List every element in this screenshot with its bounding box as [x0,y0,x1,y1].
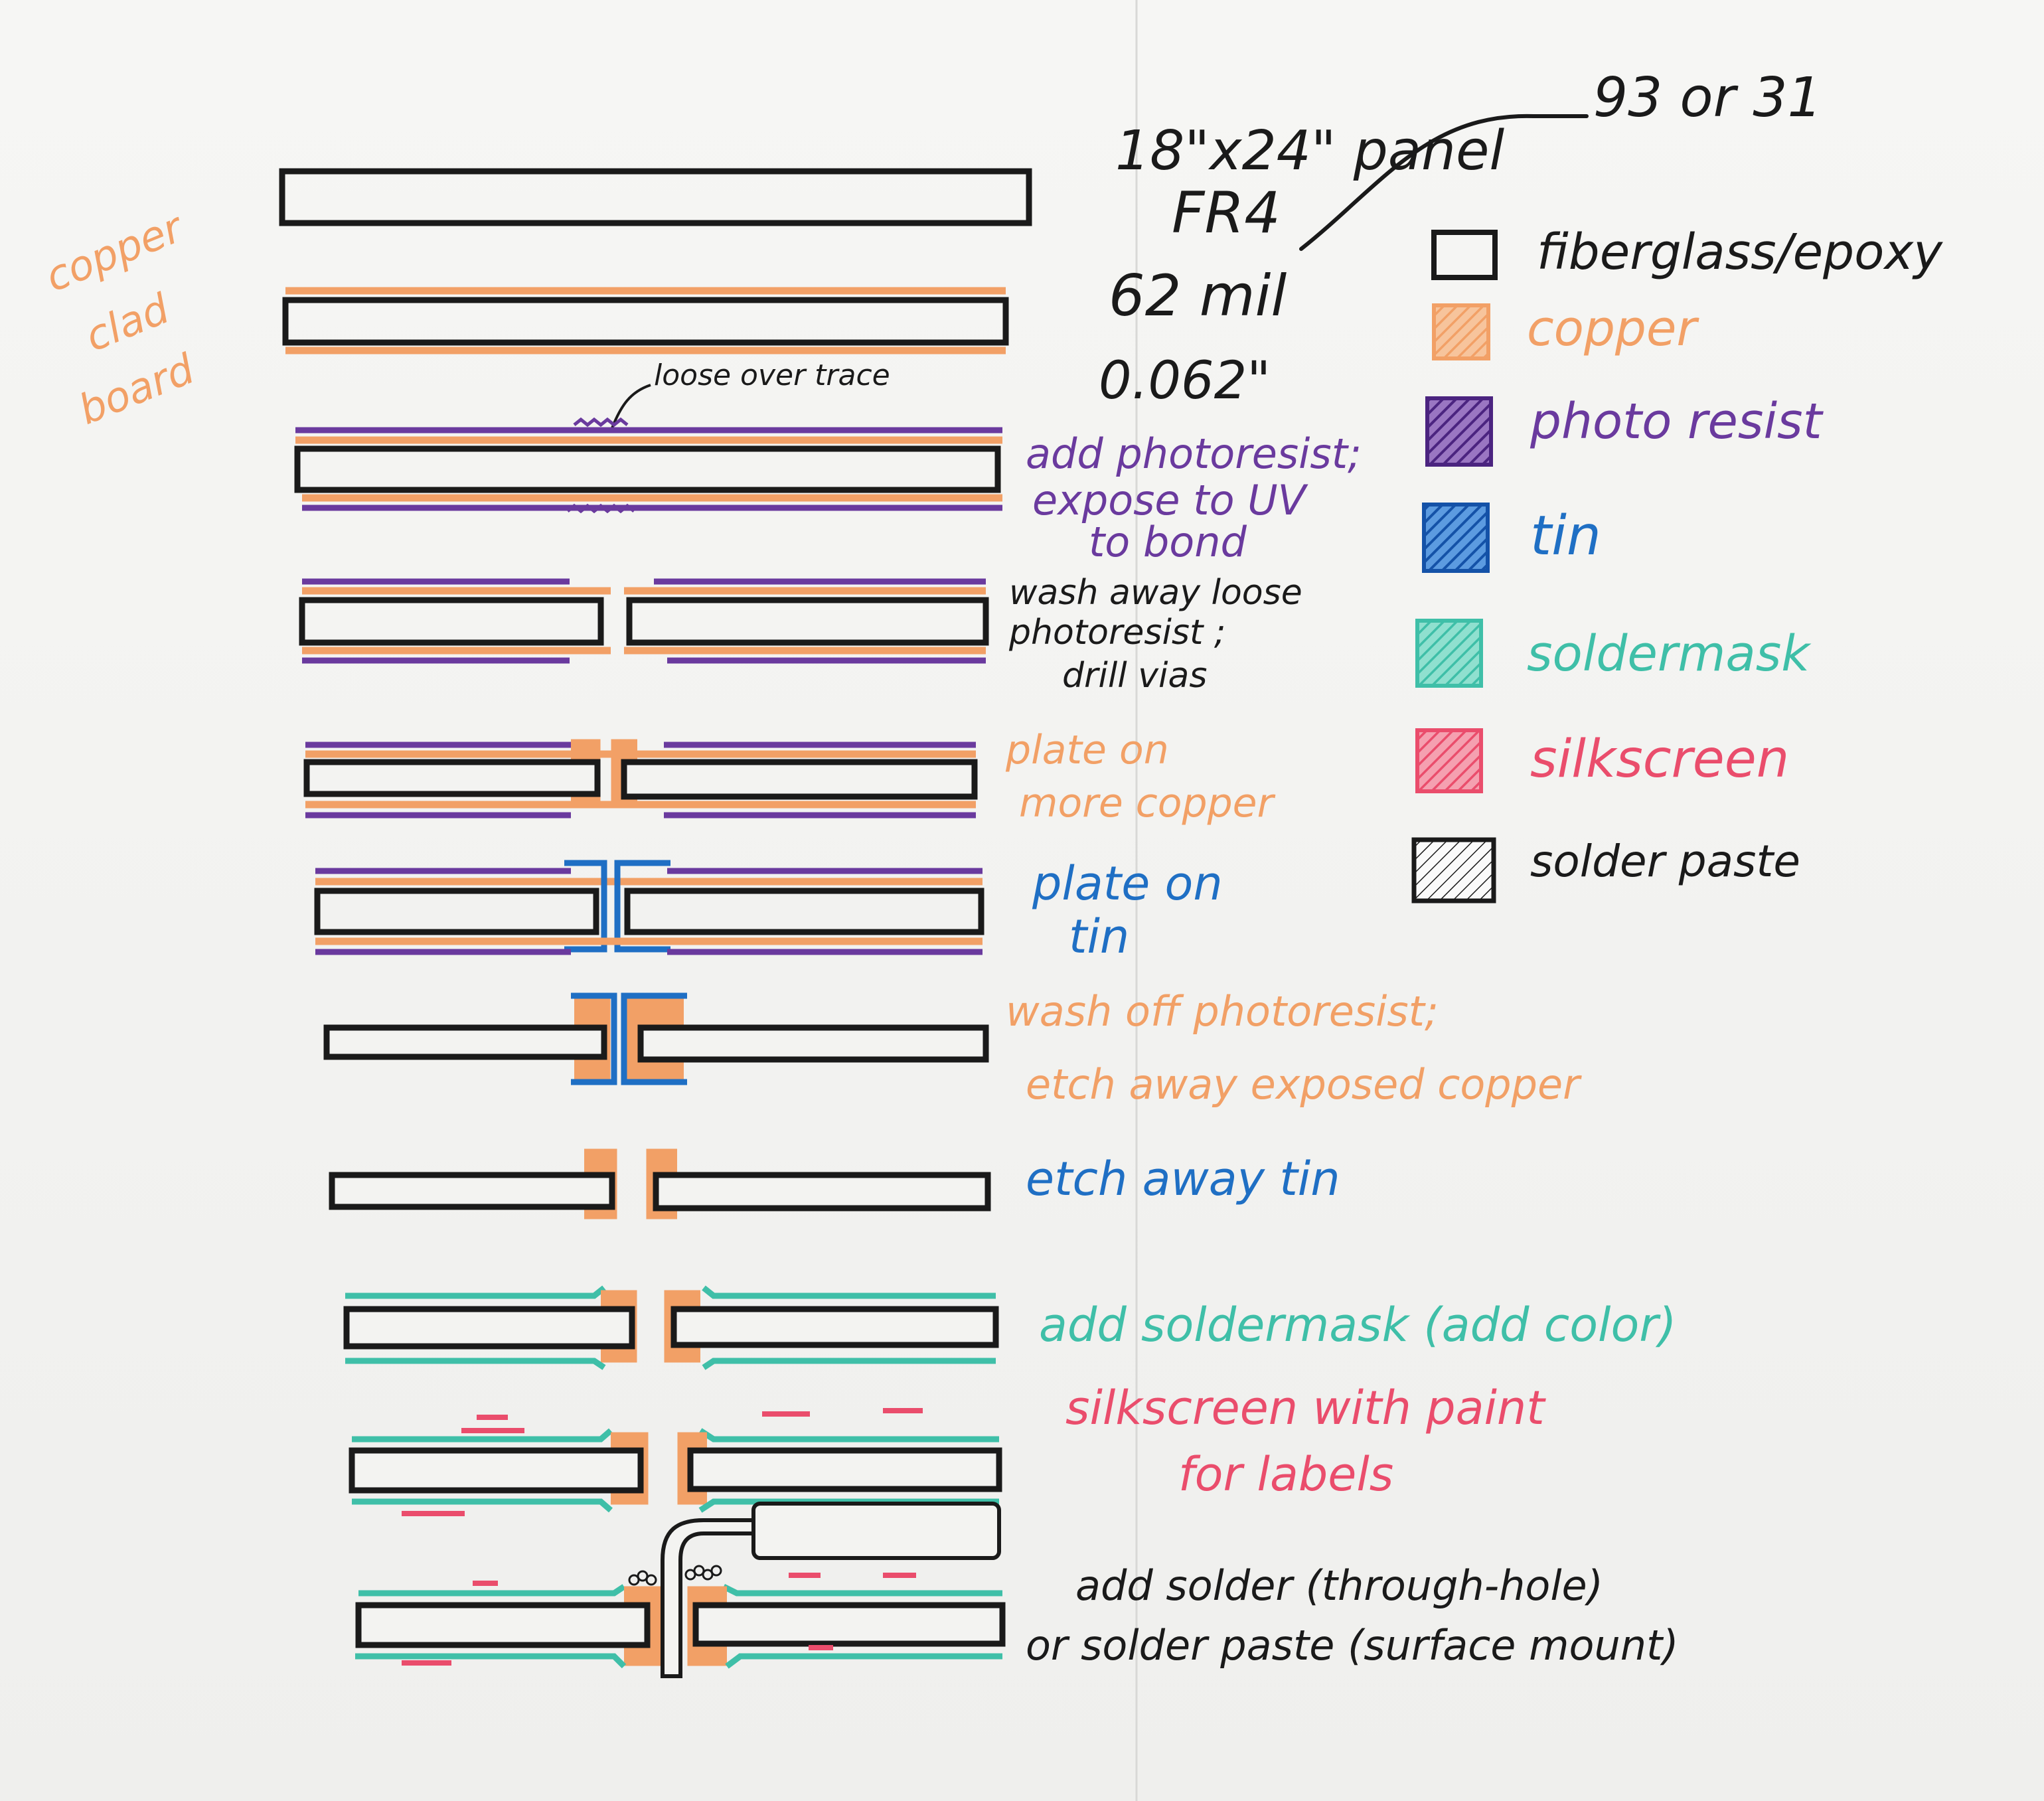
fiberglass-core [279,168,1032,226]
legend-fiberglass-label: fiberglass/epoxy [1537,224,1943,281]
step-wash-line-3: drill vias [1062,656,1207,696]
side-note-copper: copper [39,202,191,301]
thickness-inch-label: 0.062" [1099,351,1271,411]
tin-via-right [621,992,687,1085]
step-solder-line-2: or solder paste (surface mount) [1026,1621,1679,1670]
step-silkscreen: silkscreen with paint for labels [349,1381,1546,1522]
legend-silkscreen-swatch [1415,728,1483,793]
step-wash-line-1: wash away loose [1009,573,1302,613]
legend-soldermask-label: soldermask [1527,625,1812,682]
fiberglass-core-left [355,1602,651,1648]
legend-tin-swatch [1422,503,1490,573]
fiberglass-core-right [692,1602,1006,1647]
soldermask-left-top [345,1285,606,1299]
legend-solder-paste-swatch [1411,837,1496,903]
legend: fiberglass/epoxy copper photo resist tin… [1411,224,1943,903]
step-photoresist-line-3: to bond [1089,518,1247,566]
fiberglass-core-left [303,759,601,797]
soldermask-left-bottom [355,1653,627,1669]
legend-solder-paste-label: solder paste [1530,836,1800,887]
legend-fiberglass-swatch [1431,230,1498,280]
step-etch-copper-line-1: wash off photoresist; [1006,987,1439,1036]
panel-size-label: 18"x24" panel [1115,119,1504,183]
fiberglass-core-left [349,1447,644,1494]
legend-photoresist-label: photo resist [1530,393,1824,450]
step-plate-tin: plate on tin [314,856,1223,964]
alt-thickness-label: 93 or 31 [1593,66,1822,129]
fiberglass-core-right [687,1447,1002,1492]
legend-copper-swatch [1432,303,1490,360]
fiberglass-core [294,445,1001,493]
soldermask-right-top [722,1583,1002,1597]
step-silkscreen-line-1: silkscreen with paint [1065,1381,1546,1435]
step-clad [282,287,1009,354]
side-note-board: board [72,345,201,434]
soldermask-left-top [358,1584,626,1597]
step-plate-copper-line-1: plate on [1005,727,1169,773]
annotation-loose-over-trace: loose over trace [654,358,890,392]
step-photoresist-line-1: add photoresist; [1026,430,1362,478]
step-photoresist-line-2: expose to UV [1032,476,1309,524]
step-etch-copper-line-2: etch away exposed copper [1026,1060,1582,1109]
fiberglass-core-left [314,888,599,935]
step-soldermask-line-1: add soldermask (add color) [1039,1298,1676,1352]
soldermask-right-bottom [725,1653,1002,1669]
fiberglass-core-right [670,1306,999,1348]
step-etch-copper: wash off photoresist; etch away exposed … [323,987,1582,1109]
solder-paste-blobs [628,1565,722,1586]
fiberglass-core-left [329,1172,615,1210]
soldermask-right-top [698,1428,999,1443]
step-photoresist: add photoresist; expose to UV to bond [294,417,1362,566]
step-silkscreen-line-2: for labels [1178,1447,1393,1502]
fiberglass-core-right [637,1024,989,1063]
fiberglass-core-right [621,759,978,800]
fiberglass-core [282,297,1009,346]
legend-copper-label: copper [1527,300,1699,357]
soldermask-left-bottom [352,1498,613,1513]
step-plate-tin-line-2: tin [1069,909,1129,964]
fiberglass-core-left [343,1306,635,1350]
legend-silkscreen-label: silkscreen [1530,730,1789,789]
step-wash-line-2: photoresist ; [1008,613,1225,653]
step-panel [279,168,1032,226]
fiberglass-core-right [626,597,989,646]
fiberglass-core-right [653,1172,991,1212]
legend-soldermask-swatch [1415,619,1483,688]
step-solder-line-1: add solder (through-hole) [1075,1561,1603,1610]
fiberglass-core-right [624,888,984,935]
tin-via-left [564,860,607,953]
side-note-clad: clad [78,284,176,361]
thickness-connector-line [1299,114,1589,251]
loose-photoresist-bottom [566,503,635,514]
loose-photoresist-top [573,417,629,428]
legend-photoresist-swatch [1425,396,1493,467]
tin-via-left [571,992,617,1085]
step-soldermask: add soldermask (add color) [343,1285,1676,1370]
soldermask-left-top [352,1428,613,1443]
step-plate-tin-line-1: plate on [1032,856,1223,911]
soldermask-left-bottom [345,1358,606,1370]
step-plate-copper: plate on more copper [303,727,1276,826]
soldermask-right-bottom [702,1358,996,1370]
tin-via-right [614,860,670,953]
thickness-mil-label: 62 mil [1109,263,1287,329]
fiberglass-core-left [299,597,604,646]
step-etch-tin-line-1: etch away tin [1026,1152,1340,1206]
step-etch-tin: etch away tin [329,1148,1340,1219]
fiberglass-core-left [323,1024,607,1060]
step-plate-copper-line-2: more copper [1019,780,1276,826]
step-wash: wash away loose photoresist ; drill vias [299,573,1302,696]
step-solder: add solder (through-hole) or solder past… [355,1502,1679,1678]
legend-tin-label: tin [1530,505,1601,568]
component-body [751,1502,1001,1560]
material-label: FR4 [1172,180,1281,246]
soldermask-right-top [702,1285,996,1299]
